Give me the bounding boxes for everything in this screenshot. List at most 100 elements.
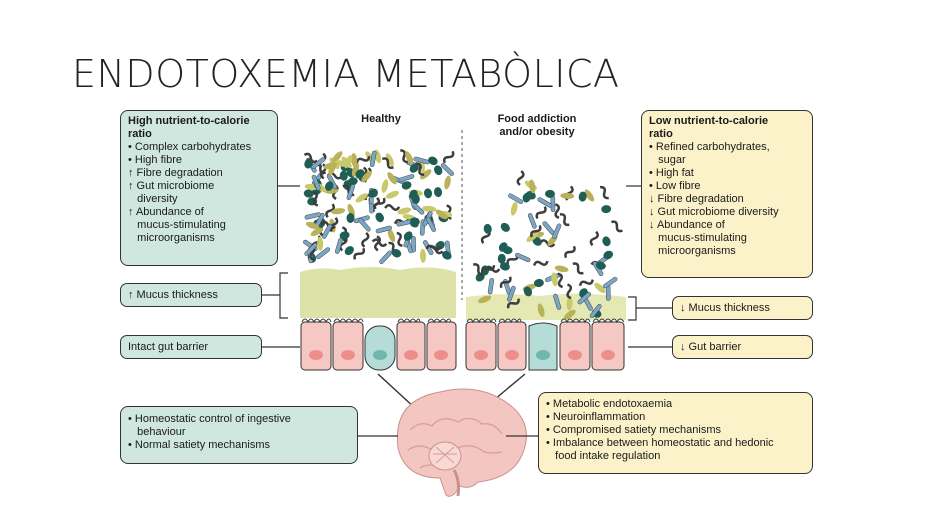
microbe-icon [507,285,516,302]
microbe-icon [499,262,510,271]
microbe-icon [381,179,389,193]
microbe-icon [397,207,412,215]
microbe-icon [355,193,368,203]
microbe-icon [331,208,346,215]
microbe-icon [375,225,392,234]
microbe-icon [497,253,506,264]
microbe-icon [423,188,433,199]
box-low-nutrient-line: microorganisms [649,245,736,257]
pill-intact-gut-barrier: Intact gut barrier [120,335,262,359]
microbe-icon [594,282,606,294]
microbe-icon [516,170,525,186]
slide-title: ENDOTOXEMIA METABÒLICA [72,52,620,96]
box-low-nutrient-line: • High fat [649,167,694,179]
microbe-icon [358,218,371,232]
bracket-mucus-left [279,272,288,319]
microbe-icon [532,236,542,246]
microbe-icon [442,150,455,164]
box-low-nutrient-line: ↓ Abundance of [649,219,725,231]
pill-gut-barrier-down: ↓ Gut barrier [672,335,813,359]
microbe-icon [611,220,623,233]
microbe-icon [425,216,437,232]
microbe-icon [420,169,432,180]
microbe-icon [442,250,452,260]
microbe-icon [347,177,358,186]
microbe-icon [552,223,562,240]
microbe-icon [384,204,401,211]
microbe-icon [379,250,392,264]
microbe-icon [403,231,413,241]
box-high-nutrient-line: ↑ Fibre degradation [128,167,223,179]
box-endotoxaemia-line: • Metabolic endotoxaemia [546,398,673,410]
microbe-icon [601,205,612,214]
box-high-nutrient-line: ↑ Abundance of [128,206,204,218]
microbe-icon [401,181,412,190]
microbe-icon [510,201,518,216]
microbe-icon [321,223,333,239]
box-high-nutrient-line: diversity [128,193,178,205]
microbe-icon [411,194,420,204]
microbe-icon [398,174,415,183]
box-endotoxaemia-line: food intake regulation [546,450,661,462]
box-high-nutrient-line: • Complex carbohydrates [128,141,252,153]
pill-mucus-thickness-down: ↓ Mucus thickness [672,296,813,320]
box-low-nutrient-line: • Refined carbohydrates, [649,141,770,153]
microbe-icon [444,175,451,190]
microbe-icon [435,241,445,250]
microbe-icon [533,278,544,288]
microbe-icon [371,238,388,248]
box-low-nutrient-head1: Low nutrient-to-calorie [649,115,769,127]
microbe-icon [400,149,409,164]
microbe-icon [312,191,319,207]
microbe-icon [559,213,570,227]
box-low-nutrient-line: • Low fibre [649,180,701,192]
microbe-icon [553,293,562,310]
box-endotoxaemia-line: • Imbalance between homeostatic and hedo… [546,437,774,449]
microbe-icon [578,191,587,202]
microbe-icon [487,278,494,295]
microbe-icon [316,247,331,260]
microbe-icon [304,242,318,256]
box-high-nutrient-line: microorganisms [128,232,215,244]
microbe-icon [324,181,334,191]
microbe-icon [346,213,355,223]
brain-illustration [396,388,527,497]
microbe-icon [351,163,360,177]
microbe-icon [325,203,336,218]
microbiota-healthy [303,149,455,264]
microbe-icon [355,169,365,179]
box-low-nutrient-line: mucus-stimulating [649,232,747,244]
microbe-icon [361,170,372,183]
microbe-icon [560,192,575,199]
microbe-icon [422,205,437,212]
microbe-icon [584,189,595,202]
microbe-icon [387,172,397,185]
box-homeostatic-line: behaviour [128,426,186,438]
box-homeostatic-line: • Normal satiety mechanisms [128,439,271,451]
microbe-icon [472,263,484,276]
microbe-icon [428,156,438,166]
microbe-icon [502,246,513,255]
microbe-icon [344,246,354,256]
microbe-icon [557,272,564,289]
microbe-icon [523,286,533,297]
microbe-icon [508,193,524,204]
microbe-icon [527,213,537,229]
microbe-icon [353,247,366,260]
microbe-icon [311,157,326,169]
microbe-icon [589,304,602,318]
microbe-icon [478,295,492,304]
microbe-icon [539,239,556,248]
box-high-nutrient-line: mucus-stimulating [128,219,226,231]
microbe-icon [535,206,547,220]
microbe-icon [551,272,558,287]
box-high-nutrient-line: • High fibre [128,154,182,166]
microbe-icon [563,309,576,320]
microbe-icon [506,298,520,309]
epithelium-obese [465,318,625,371]
microbe-icon [532,260,549,266]
box-endotoxaemia-line: • Compromised satiety mechanisms [546,424,722,436]
microbe-icon [409,217,420,226]
microbe-icon [603,276,618,289]
